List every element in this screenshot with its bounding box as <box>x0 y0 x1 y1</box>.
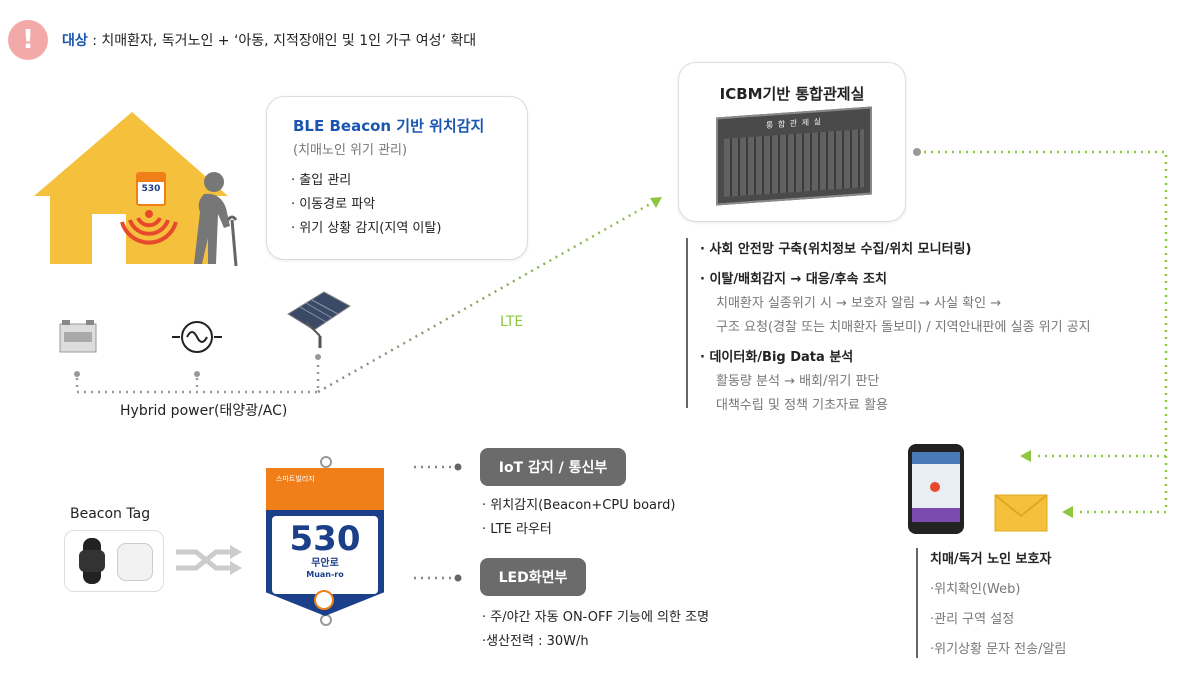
feature-line: 활동량 분석 → 배회/위기 판단 <box>716 374 880 389</box>
battery-icon <box>59 320 97 353</box>
signal-waves-icon <box>120 210 178 245</box>
feature-title: · 데이터화/Big Data 분석 <box>700 350 854 365</box>
sign-emblem-icon <box>314 590 334 610</box>
notice-text: 대상 : 치매환자, 독거노인 + ‘아동, 지적장애인 및 1인 가구 여성’… <box>62 30 476 50</box>
sign-hanger <box>320 456 332 468</box>
sign-header: 스마트빌리지 <box>266 468 384 510</box>
exchange-arrows-icon <box>176 545 242 575</box>
guardian-divider <box>916 548 918 658</box>
sign-street: 무안로 <box>311 558 339 569</box>
feature-line: 대책수립 및 정책 기초자료 활용 <box>716 398 889 413</box>
feature-line: 치매환자 실종위기 시 → 보호자 알림 → 사실 확인 → <box>716 296 1002 311</box>
notice-body: : 치매환자, 독거노인 + ‘아동, 지적장애인 및 1인 가구 여성’ 확대 <box>87 33 477 49</box>
sign-panel: 530 무안로 Muan-ro <box>272 516 378 594</box>
notice-label: 대상 <box>62 33 88 49</box>
led-label-badge: LED화면부 <box>480 558 586 596</box>
elderly-person-icon <box>194 172 238 267</box>
solar-panel-icon <box>287 291 351 348</box>
notice-bar: ! 대상 : 치매환자, 독거노인 + ‘아동, 지적장애인 및 1인 가구 여… <box>8 20 608 60</box>
beacon-tag-label: Beacon Tag <box>70 506 151 522</box>
lte-label: LTE <box>500 314 524 330</box>
beacon-tag-box <box>64 530 164 592</box>
ac-power-icon <box>172 321 222 353</box>
ble-box-item: · 출입 관리 <box>291 173 352 188</box>
led-item: · 주/야간 자동 ON-OFF 기능에 의한 조명 <box>482 610 710 625</box>
iot-item: · LTE 라우터 <box>482 522 552 537</box>
features-divider <box>686 238 688 408</box>
control-room-screen: 통 합 관 제 실 <box>716 106 872 206</box>
ble-box-item: · 이동경로 파악 <box>291 197 376 212</box>
envelope-icon <box>994 494 1048 532</box>
beacon-tag-device-icon <box>117 543 153 581</box>
ble-box-subtitle: (치매노인 위기 관리) <box>293 143 408 158</box>
iot-label-badge: IoT 감지 / 통신부 <box>480 448 626 486</box>
house-beacon-badge: 530 <box>136 172 166 206</box>
feature-line: 구조 요청(경찰 또는 치매환자 돌보미) / 지역안내판에 실종 위기 공지 <box>716 320 1091 335</box>
guardian-title: 치매/독거 노인 보호자 <box>930 552 1052 567</box>
guardian-item: ·위기상황 문자 전송/알림 <box>930 642 1067 657</box>
feature-title: · 이탈/배회감지 → 대응/후속 조치 <box>700 272 887 287</box>
ble-box-item: · 위기 상황 감지(지역 이탈) <box>291 221 442 236</box>
smartphone-icon <box>908 444 964 534</box>
guardian-item: ·위치확인(Web) <box>930 582 1021 597</box>
led-item: ·생산전력 : 30W/h <box>482 634 589 649</box>
alert-icon: ! <box>8 20 48 60</box>
sign-street-en: Muan-ro <box>306 570 344 579</box>
hybrid-power-label: Hybrid power(태양광/AC) <box>120 403 288 419</box>
street-sign: 스마트빌리지 530 무안로 Muan-ro <box>266 468 384 616</box>
iot-item: · 위치감지(Beacon+CPU board) <box>482 498 676 513</box>
sign-number: 530 <box>289 519 361 559</box>
ble-box-title: BLE Beacon 기반 위치감지 <box>293 117 485 135</box>
guardian-item: ·관리 구역 설정 <box>930 612 1015 627</box>
house-badge-number: 530 <box>141 184 161 194</box>
wristband-icon <box>79 538 105 584</box>
feature-title: · 사회 안전망 구축(위치정보 수집/위치 모니터링) <box>700 242 972 257</box>
control-room-title: ICBM기반 통합관제실 <box>719 85 865 103</box>
ble-beacon-box: BLE Beacon 기반 위치감지 (치매노인 위기 관리) · 출입 관리 … <box>266 96 528 260</box>
